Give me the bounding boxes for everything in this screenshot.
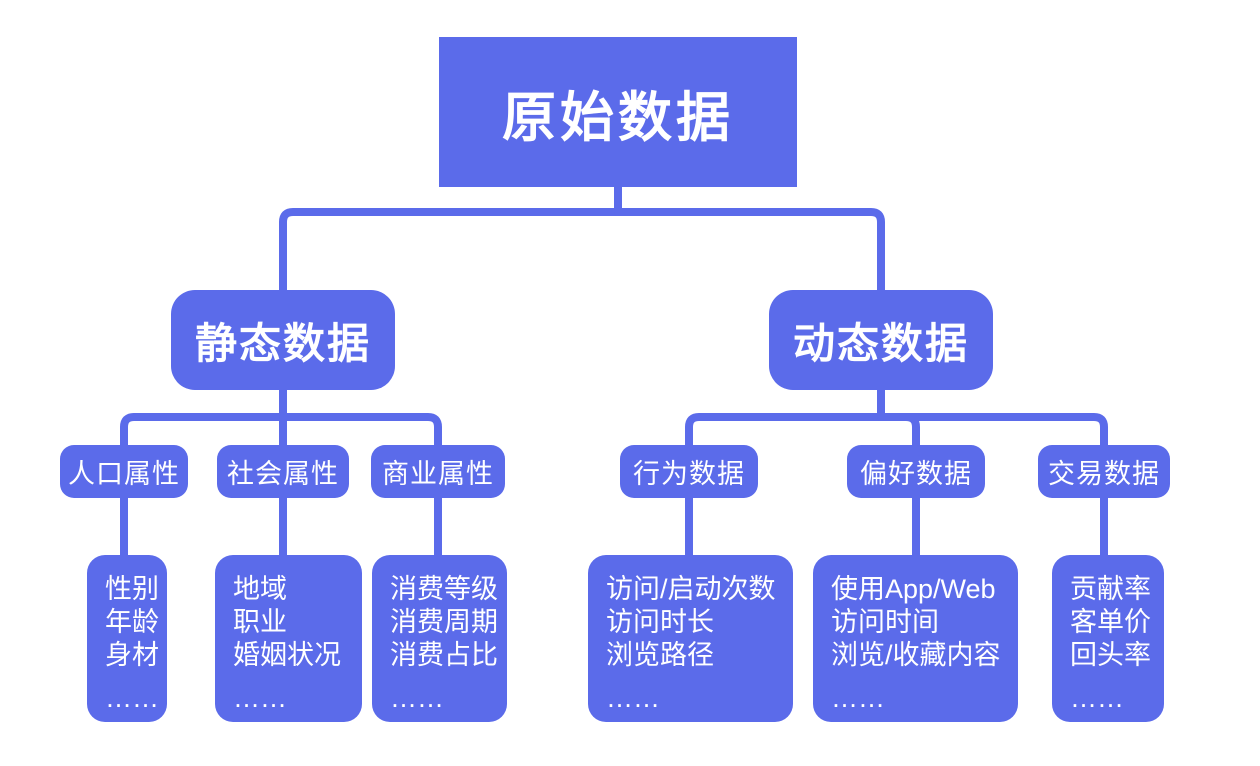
leaf-social-detail[interactable]: 地域 职业 婚姻状况 …… xyxy=(215,555,362,722)
leaf-item: 职业 xyxy=(233,607,287,637)
connector-root-to-dynamic xyxy=(614,180,885,295)
connector-static-to-demographic xyxy=(120,385,287,450)
leaf-item: 消费占比 xyxy=(390,640,498,670)
node-dynamic-data[interactable]: 动态数据 xyxy=(769,290,993,390)
leaf-item: 贡献率 xyxy=(1070,574,1151,604)
leaf-item: 消费周期 xyxy=(390,607,498,637)
leaf-item: 浏览/收藏内容 xyxy=(831,640,1001,670)
leaf-ellipsis: …… xyxy=(233,683,287,713)
leaf-demographic-detail[interactable]: 性别 年龄 身材 …… xyxy=(87,555,167,722)
leaf-item: 访问时间 xyxy=(831,607,939,637)
node-social-attrs[interactable]: 社会属性 xyxy=(217,445,349,498)
leaf-behavior-detail[interactable]: 访问/启动次数 访问时长 浏览路径 …… xyxy=(588,555,793,722)
node-commercial-attrs[interactable]: 商业属性 xyxy=(371,445,505,498)
leaf-item: 使用App/Web xyxy=(831,574,996,604)
node-behavior-data[interactable]: 行为数据 xyxy=(620,445,758,498)
leaf-transaction-detail[interactable]: 贡献率 客单价 回头率 …… xyxy=(1052,555,1164,722)
connector-root-to-static xyxy=(279,180,622,295)
leaf-ellipsis: …… xyxy=(105,683,159,713)
leaf-ellipsis: …… xyxy=(606,683,660,713)
leaf-item: 性别 xyxy=(105,574,159,604)
leaf-item: 客单价 xyxy=(1070,607,1151,637)
leaf-commercial-detail[interactable]: 消费等级 消费周期 消费占比 …… xyxy=(372,555,507,722)
connector-dynamic-to-transaction xyxy=(877,385,1108,450)
leaf-item: 地域 xyxy=(233,574,287,604)
node-preference-data[interactable]: 偏好数据 xyxy=(847,445,985,498)
leaf-item: 回头率 xyxy=(1070,640,1151,670)
leaf-item: 身材 xyxy=(105,640,159,670)
node-transaction-data[interactable]: 交易数据 xyxy=(1038,445,1170,498)
node-static-data[interactable]: 静态数据 xyxy=(171,290,395,390)
connector-static-to-commercial xyxy=(279,385,442,450)
leaf-item: 浏览路径 xyxy=(606,640,714,670)
leaf-item: 访问/启动次数 xyxy=(606,574,776,604)
leaf-ellipsis: …… xyxy=(1070,683,1124,713)
leaf-item: 婚姻状况 xyxy=(233,640,341,670)
connector-dynamic-to-behavior xyxy=(685,385,885,450)
leaf-item: 年龄 xyxy=(105,607,159,637)
leaf-ellipsis: …… xyxy=(831,683,885,713)
node-raw-data[interactable]: 原始数据 xyxy=(439,37,797,187)
node-demographic-attrs[interactable]: 人口属性 xyxy=(60,445,188,498)
leaf-preference-detail[interactable]: 使用App/Web 访问时间 浏览/收藏内容 …… xyxy=(813,555,1018,722)
leaf-item: 访问时长 xyxy=(606,607,714,637)
leaf-item: 消费等级 xyxy=(390,574,498,604)
leaf-ellipsis: …… xyxy=(390,683,444,713)
